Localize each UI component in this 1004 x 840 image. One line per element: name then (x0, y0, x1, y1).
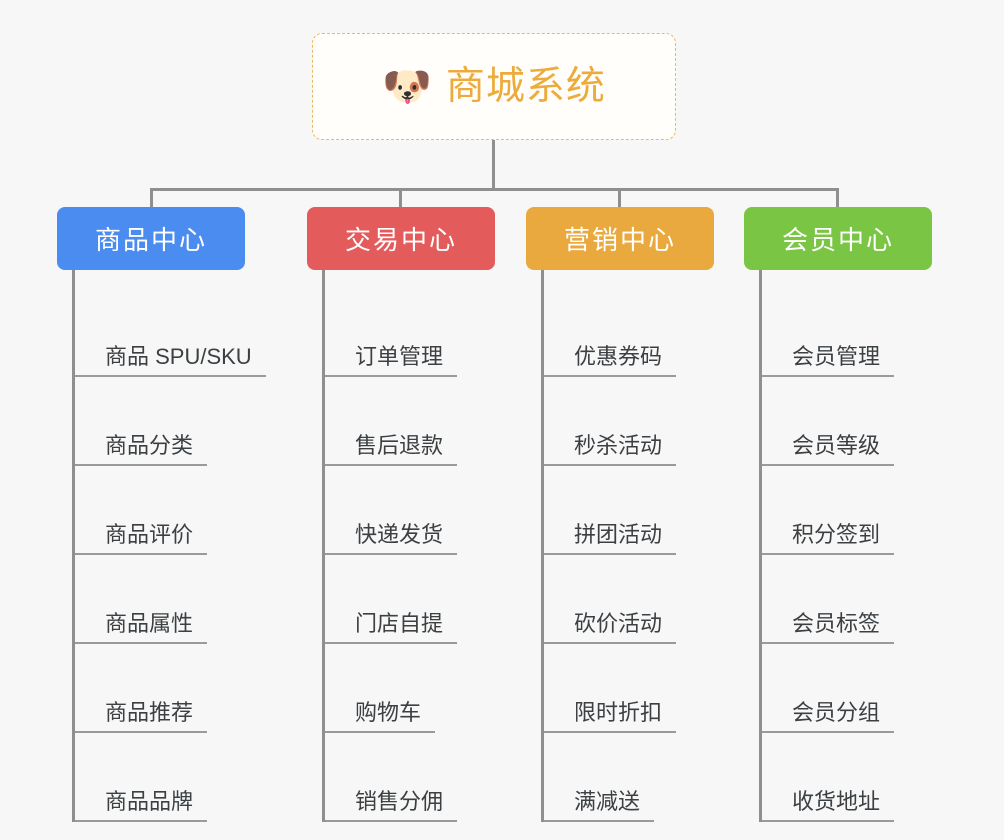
branch-product-center: 商品中心 商品 SPU/SKU 商品分类 商品评价 商品属性 商品推荐 商品品牌 (57, 207, 266, 822)
list-item-label: 拼团活动 (544, 522, 677, 555)
list-item[interactable]: 砍价活动 (544, 555, 714, 644)
leaf-list-member-center: 会员管理 会员等级 积分签到 会员标签 会员分组 收货地址 (759, 270, 932, 822)
shiba-dog-face-icon: 🐶 (382, 63, 432, 110)
list-item[interactable]: 优惠券码 (544, 288, 714, 377)
list-item[interactable]: 商品评价 (75, 466, 245, 555)
list-item-label: 快递发货 (325, 522, 458, 555)
branch-member-center: 会员中心 会员管理 会员等级 积分签到 会员标签 会员分组 收货地址 (744, 207, 932, 822)
category-header-product-center[interactable]: 商品中心 (57, 207, 245, 270)
list-item[interactable]: 购物车 (325, 644, 495, 733)
list-item-label: 会员标签 (762, 611, 895, 644)
category-header-marketing-center[interactable]: 营销中心 (526, 207, 714, 270)
list-item-label: 积分签到 (762, 522, 895, 555)
connector-drop-product-center (150, 188, 153, 210)
list-item-label: 购物车 (325, 700, 436, 733)
connector-drop-trade-center (399, 188, 402, 210)
list-item-label: 满减送 (544, 789, 655, 822)
category-header-trade-center[interactable]: 交易中心 (307, 207, 495, 270)
list-item[interactable]: 收货地址 (762, 733, 932, 822)
connector-drop-marketing-center (618, 188, 621, 210)
root-node[interactable]: 🐶 商城系统 (312, 33, 676, 140)
list-item[interactable]: 商品品牌 (75, 733, 245, 822)
leaf-list-product-center: 商品 SPU/SKU 商品分类 商品评价 商品属性 商品推荐 商品品牌 (72, 270, 266, 822)
root-node-title: 商城系统 (445, 65, 606, 108)
branch-trade-center: 交易中心 订单管理 售后退款 快递发货 门店自提 购物车 销售分佣 (307, 207, 495, 822)
list-item-label: 商品分类 (75, 433, 208, 466)
list-item[interactable]: 会员标签 (762, 555, 932, 644)
list-item-label: 售后退款 (325, 433, 458, 466)
list-item-label: 商品品牌 (75, 789, 208, 822)
list-item-label: 会员等级 (762, 433, 895, 466)
list-item-label: 销售分佣 (325, 789, 458, 822)
list-item-label: 门店自提 (325, 611, 458, 644)
list-item[interactable]: 门店自提 (325, 555, 495, 644)
list-item[interactable]: 会员管理 (762, 288, 932, 377)
list-item[interactable]: 商品 SPU/SKU (75, 288, 266, 377)
list-item-label: 订单管理 (325, 344, 458, 377)
leaf-list-marketing-center: 优惠券码 秒杀活动 拼团活动 砍价活动 限时折扣 满减送 (541, 270, 714, 822)
category-header-label: 会员中心 (781, 225, 894, 255)
list-item[interactable]: 秒杀活动 (544, 377, 714, 466)
list-item[interactable]: 满减送 (544, 733, 714, 822)
list-item[interactable]: 拼团活动 (544, 466, 714, 555)
branch-marketing-center: 营销中心 优惠券码 秒杀活动 拼团活动 砍价活动 限时折扣 满减送 (526, 207, 714, 822)
list-item-label: 会员分组 (762, 700, 895, 733)
list-item-label: 会员管理 (762, 344, 895, 377)
list-item[interactable]: 快递发货 (325, 466, 495, 555)
leaf-list-trade-center: 订单管理 售后退款 快递发货 门店自提 购物车 销售分佣 (322, 270, 495, 822)
list-item[interactable]: 商品属性 (75, 555, 245, 644)
list-item[interactable]: 销售分佣 (325, 733, 495, 822)
list-item[interactable]: 限时折扣 (544, 644, 714, 733)
list-item-label: 优惠券码 (544, 344, 677, 377)
list-item-label: 砍价活动 (544, 611, 677, 644)
list-item-label: 限时折扣 (544, 700, 677, 733)
list-item[interactable]: 商品推荐 (75, 644, 245, 733)
connector-horizontal-bus (150, 188, 838, 191)
list-item-label: 商品属性 (75, 611, 208, 644)
connector-drop-member-center (836, 188, 839, 210)
category-header-member-center[interactable]: 会员中心 (744, 207, 932, 270)
list-item-label: 商品推荐 (75, 700, 208, 733)
list-item[interactable]: 售后退款 (325, 377, 495, 466)
list-item[interactable]: 商品分类 (75, 377, 245, 466)
list-item-label: 商品评价 (75, 522, 208, 555)
list-item-label: 收货地址 (762, 789, 895, 822)
list-item[interactable]: 会员等级 (762, 377, 932, 466)
list-item[interactable]: 积分签到 (762, 466, 932, 555)
category-header-label: 商品中心 (94, 225, 207, 255)
category-header-label: 交易中心 (344, 225, 457, 255)
list-item-label: 秒杀活动 (544, 433, 677, 466)
category-header-label: 营销中心 (563, 225, 676, 255)
list-item-label: 商品 SPU/SKU (75, 344, 266, 377)
list-item[interactable]: 订单管理 (325, 288, 495, 377)
list-item[interactable]: 会员分组 (762, 644, 932, 733)
connector-root-stem (492, 140, 495, 190)
